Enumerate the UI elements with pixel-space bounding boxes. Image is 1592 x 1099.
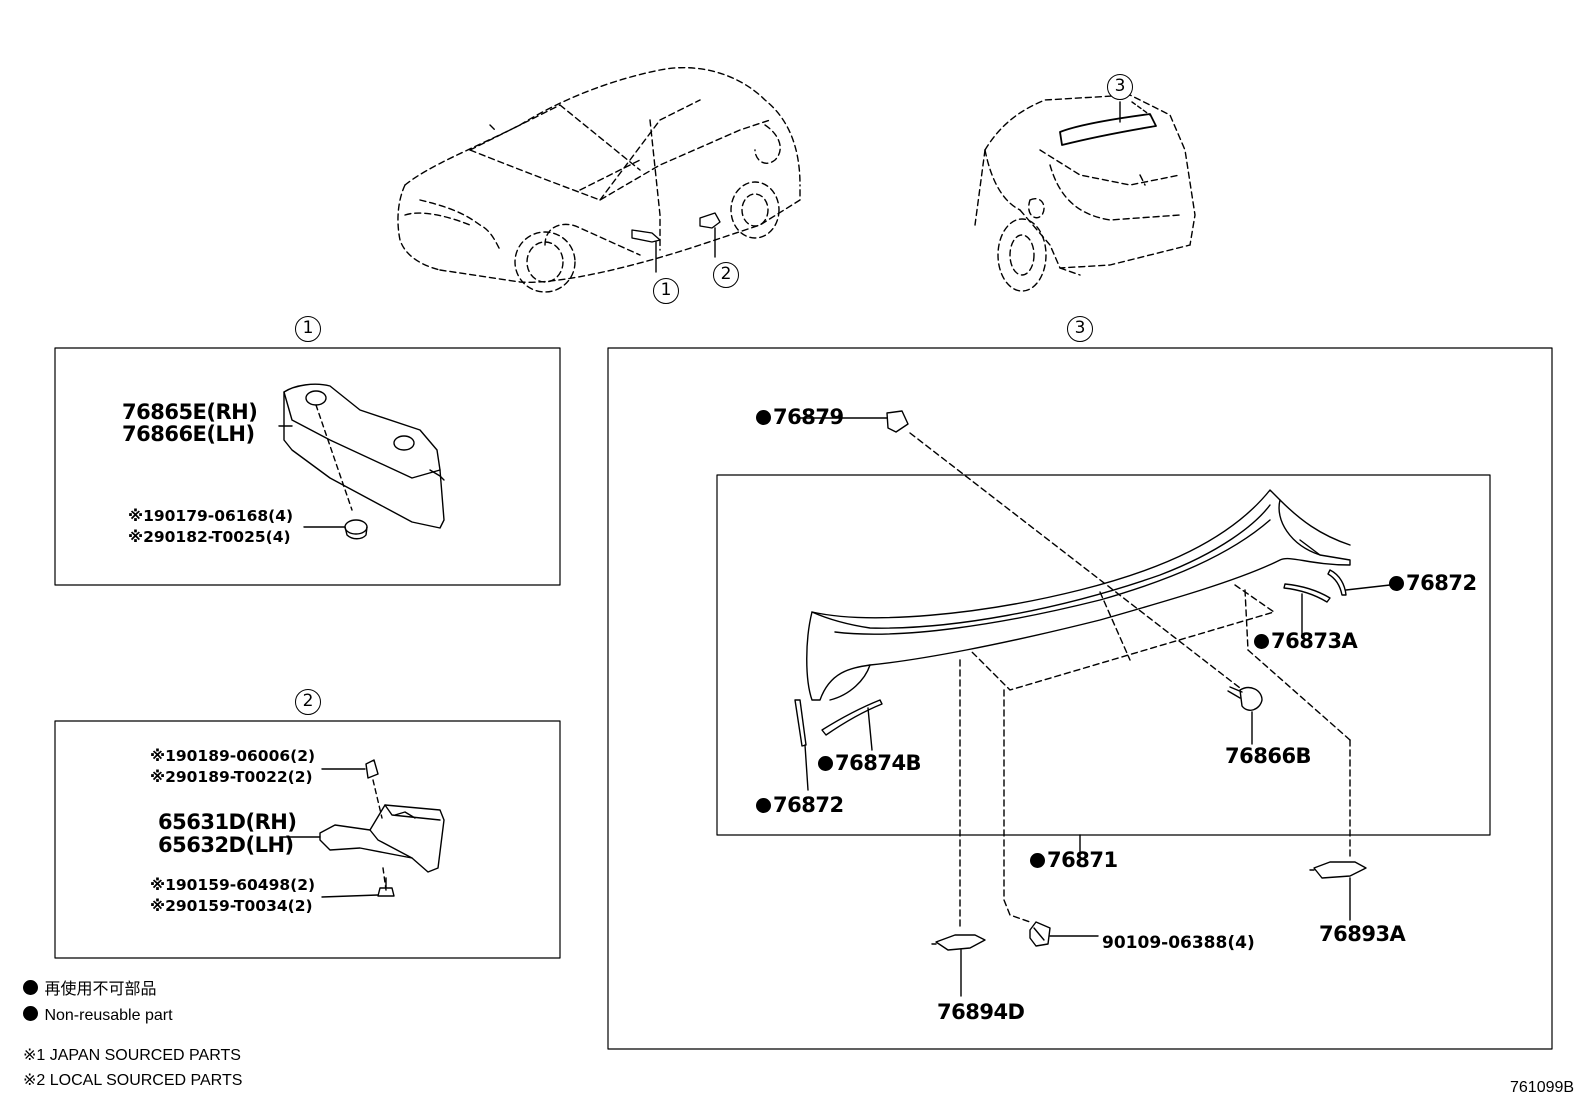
clip-76879 (886, 410, 909, 433)
legend-non-reusable-jp: 再使用不可部品 (23, 980, 156, 998)
bolt-90109-06388 (1029, 921, 1051, 947)
rear-spoiler (806, 489, 1351, 701)
car-front-view (397, 66, 801, 293)
callout-2-header: 2 (295, 689, 321, 715)
section-2-box (54, 720, 561, 959)
screw-190159-60498: ※190159-60498(2) (150, 876, 316, 894)
sill-protector-part (283, 383, 445, 529)
part-65631D-rh: 65631D(RH) (158, 810, 297, 834)
label-76894D: 76894D (937, 1000, 1025, 1024)
bracket-76893A (1313, 861, 1367, 879)
rear-spoiler-highlight (1059, 113, 1157, 146)
clip-190189-06006: ※190189-06006(2) (150, 747, 316, 765)
sill-part-2-highlight (699, 212, 721, 229)
label-76871: 76871 (1030, 850, 1118, 871)
label-76872-bottom: 76872 (756, 795, 844, 816)
label-76874B: 76874B (818, 753, 922, 774)
callout-1-car: 1 (653, 278, 679, 304)
clip-190179-06168: ※190179-06168(4) (128, 507, 294, 525)
part-76865E-rh: 76865E(RH) (122, 400, 258, 424)
sill-part-1-highlight (631, 229, 661, 243)
section-3-inner-box (716, 474, 1491, 836)
label-90109-06388: 90109-06388(4) (1102, 933, 1255, 953)
seal-76872-left (794, 699, 807, 747)
seal-76872-right (1327, 569, 1347, 596)
car-rear-view (974, 94, 1196, 292)
fastener-76866B (1239, 686, 1263, 711)
section-1-box (54, 347, 561, 586)
callout-3-header: 3 (1067, 316, 1093, 342)
callout-3-car: 3 (1107, 74, 1133, 100)
legend-note-2: ※2 LOCAL SOURCED PARTS (23, 1072, 243, 1089)
clip-290189-T0022: ※290189-T0022(2) (150, 768, 313, 786)
screw-290159-T0034: ※290159-T0034(2) (150, 897, 313, 915)
callout-2-car: 2 (713, 262, 739, 288)
legend-non-reusable-en: Non-reusable part (23, 1006, 173, 1024)
clip-section-2 (365, 759, 379, 779)
label-76873A: 76873A (1254, 631, 1358, 652)
section-3-box (607, 347, 1553, 1050)
label-76866B: 76866B (1225, 744, 1312, 768)
part-76866E-lh: 76866E(LH) (122, 422, 255, 446)
label-76893A: 76893A (1319, 922, 1406, 946)
bracket-76894D (935, 934, 986, 951)
screw-section-2 (377, 887, 395, 897)
clip-290182-T0025: ※290182-T0025(4) (128, 528, 291, 546)
part-65632D-lh: 65632D(LH) (158, 833, 294, 857)
legend-note-1: ※1 JAPAN SOURCED PARTS (23, 1047, 241, 1064)
label-76872-top: 76872 (1389, 573, 1477, 594)
diagram-id: 761099B (1510, 1079, 1575, 1096)
label-76879: 76879 (756, 407, 844, 428)
seal-76874B (821, 699, 883, 736)
seal-76873A (1283, 583, 1331, 603)
callout-1-header: 1 (295, 316, 321, 342)
